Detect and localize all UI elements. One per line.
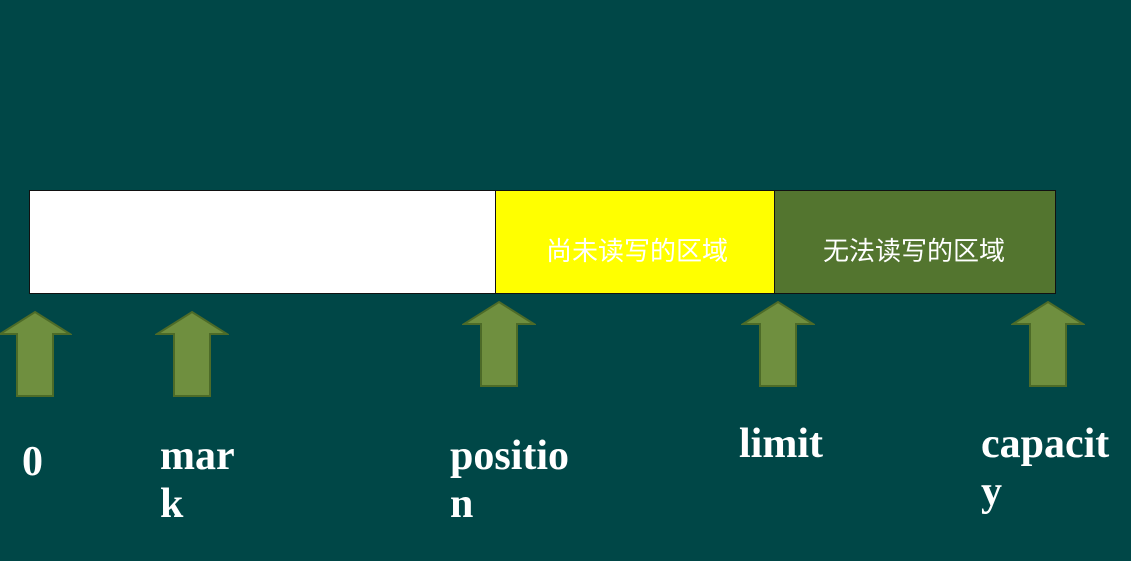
pointer-position-arrow-icon	[462, 300, 536, 388]
pointer-label-position: positio n	[450, 433, 570, 527]
segment-used	[29, 190, 496, 294]
pointer-label-capacity: capacit y	[981, 421, 1110, 515]
pointer-label-mark: mar k	[160, 433, 235, 527]
segment-unread-label: 尚未读写的区域	[546, 237, 729, 267]
pointer-label-zero: 0	[22, 439, 43, 485]
pointer-mark-arrow-icon	[155, 310, 229, 398]
pointer-limit-arrow-icon	[741, 300, 815, 388]
segment-unavailable-label: 无法读写的区域	[823, 237, 1006, 267]
segment-unread: 尚未读写的区域	[495, 190, 775, 294]
segment-unavailable: 无法读写的区域	[774, 190, 1056, 294]
pointer-0-arrow-icon	[0, 310, 72, 398]
buffer-bar: 尚未读写的区域 无法读写的区域	[29, 190, 1056, 294]
pointer-capacity-arrow-icon	[1011, 300, 1085, 388]
pointer-label-limit: limit	[739, 421, 823, 467]
